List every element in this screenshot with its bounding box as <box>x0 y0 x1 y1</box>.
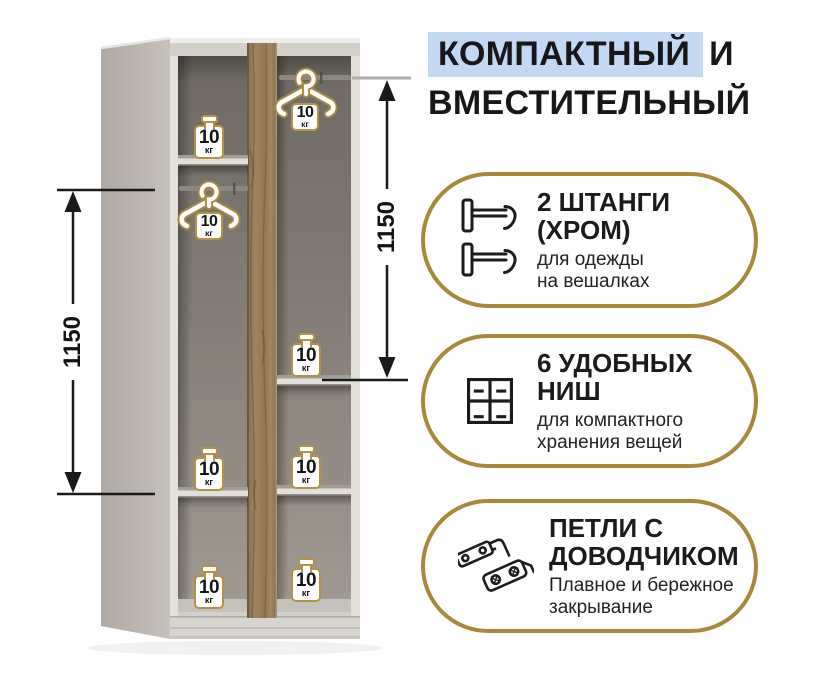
wardrobe-cabinet <box>87 36 383 655</box>
hanger-icon <box>274 67 338 119</box>
clothes-rail-icon <box>458 198 522 282</box>
dimension-right <box>322 76 411 382</box>
dimension-label-left: 1150 <box>57 304 89 380</box>
wood-divider <box>247 42 277 619</box>
hanger-icon <box>177 180 241 231</box>
soft-close-hinge-icon <box>458 526 534 606</box>
shelf-niches-icon <box>458 378 522 424</box>
shelf <box>277 375 351 397</box>
title-highlighted: КОМПАКТНЫЙ <box>428 32 704 77</box>
dimension-left <box>57 188 155 496</box>
feature-title: 2 ШТАНГИ(ХРОМ) <box>537 186 671 245</box>
dimension-label-right: 1150 <box>371 189 403 265</box>
cabinet-side-panel <box>101 38 170 639</box>
title-line-2: ВМЕСТИТЕЛЬНЫЙ <box>428 84 751 122</box>
